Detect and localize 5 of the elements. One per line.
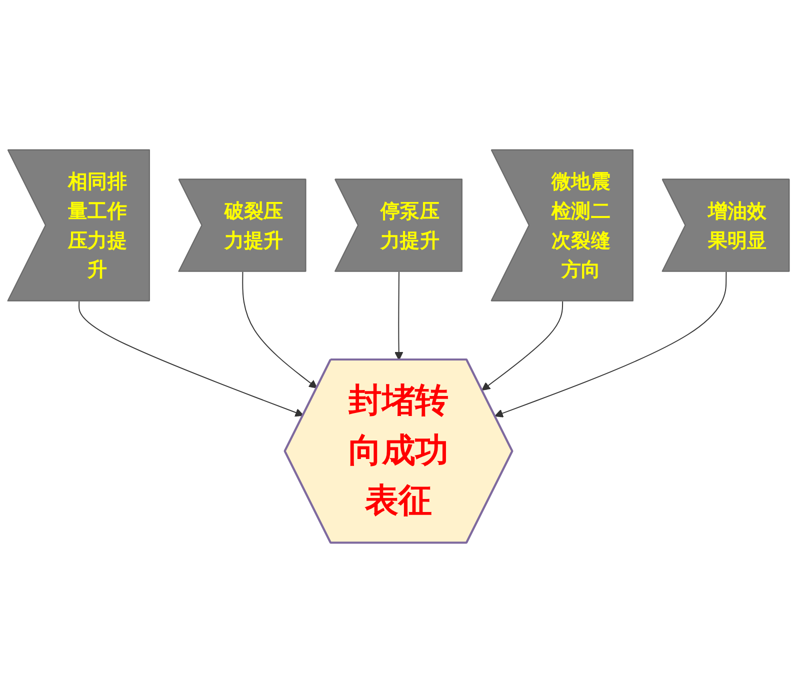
arrow (394, 271, 404, 360)
arrow (494, 271, 727, 418)
arrow (482, 300, 564, 390)
arrow (78, 300, 304, 416)
arrow (242, 271, 318, 388)
